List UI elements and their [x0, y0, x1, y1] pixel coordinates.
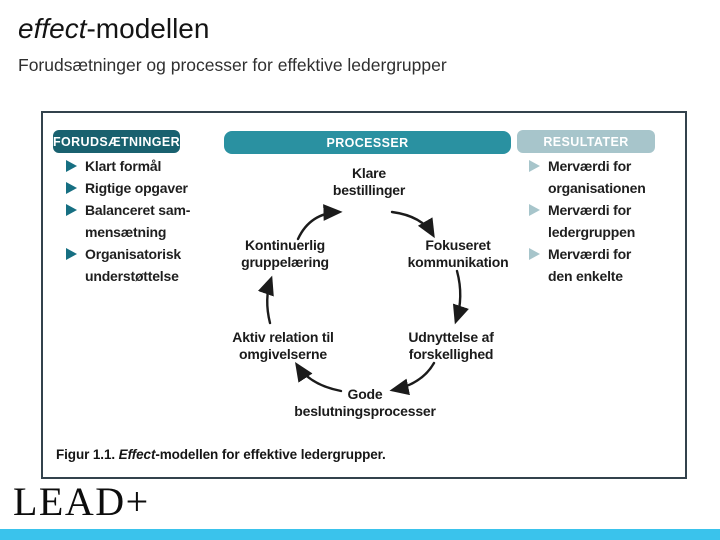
lead-logo: LEAD+ — [13, 479, 150, 524]
bullet-arrow-icon — [529, 160, 540, 172]
premises-list: Klart formål Rigtige opgaver Balanceret … — [66, 155, 226, 287]
premises-item-label: Organisatorisk understøttelse — [85, 246, 182, 284]
page-title-italic: effect — [18, 13, 87, 44]
figure-caption-rest: -modellen for effektive ledergrupper. — [155, 447, 386, 462]
list-item: Rigtige opgaver — [66, 177, 226, 199]
bullet-arrow-icon — [66, 248, 77, 260]
cycle-node-fokuseret-kommunikation: Fokuseret kommunikation — [407, 237, 509, 270]
bullet-arrow-icon — [66, 160, 77, 172]
arrow-aktiv-to-kontinuerlig — [257, 275, 274, 325]
bottom-bar — [0, 529, 720, 540]
list-item: Balanceret sam- mensætning — [66, 199, 226, 243]
figure-caption-prefix: Figur 1.1. — [56, 447, 119, 462]
premises-item-label: Klart formål — [85, 158, 162, 174]
list-item: Merværdi for den enkelte — [529, 243, 689, 287]
arrow-fokuseret-to-udnyttelse — [452, 269, 469, 325]
column-header-resultater: RESULTATER — [517, 130, 655, 153]
column-header-processer: PROCESSER — [224, 131, 511, 154]
results-item-label: Merværdi for ledergruppen — [548, 202, 636, 240]
cycle-node-klare-bestillinger: Klare bestillinger — [332, 165, 406, 198]
effect-model-diagram: FORUDSÆTNINGER PROCESSER RESULTATER Klar… — [41, 111, 687, 479]
page-title-rest: -modellen — [86, 13, 210, 44]
cycle-node-aktiv-relation-til-omgivelserne: Aktiv relation til omgivelserne — [232, 329, 334, 362]
list-item: Merværdi for organisationen — [529, 155, 689, 199]
bullet-arrow-icon — [529, 248, 540, 260]
bullet-arrow-icon — [66, 182, 77, 194]
arrow-klare-to-fokuseret — [390, 210, 435, 239]
column-header-forudsaetninger: FORUDSÆTNINGER — [53, 130, 180, 153]
cycle-node-udnyttelse-af-forskellighed: Udnyttelse af forskellighed — [408, 329, 494, 362]
results-item-label: Merværdi for organisationen — [548, 158, 646, 196]
page-subtitle: Forudsætninger og processer for effektiv… — [18, 55, 447, 75]
list-item: Merværdi for ledergruppen — [529, 199, 689, 243]
premises-item-label: Balanceret sam- mensætning — [85, 202, 191, 240]
bullet-arrow-icon — [66, 204, 77, 216]
list-item: Organisatorisk understøttelse — [66, 243, 226, 287]
figure-caption: Figur 1.1. Effect-modellen for effektive… — [56, 447, 386, 462]
cycle-node-gode-beslutningsprocesser: Gode beslutningsprocesser — [294, 386, 436, 419]
results-item-label: Merværdi for den enkelte — [548, 246, 632, 284]
arrow-kontinuerlig-to-klare — [296, 204, 343, 241]
bullet-arrow-icon — [529, 204, 540, 216]
figure-caption-italic: Effect — [118, 447, 156, 462]
premises-item-label: Rigtige opgaver — [85, 180, 188, 196]
list-item: Klart formål — [66, 155, 226, 177]
cycle-node-kontinuerlig-gruppelaering: Kontinuerlig gruppelæring — [241, 237, 329, 270]
results-list: Merværdi for organisationen Merværdi for… — [529, 155, 689, 287]
page-title: effect-modellen — [18, 12, 209, 46]
